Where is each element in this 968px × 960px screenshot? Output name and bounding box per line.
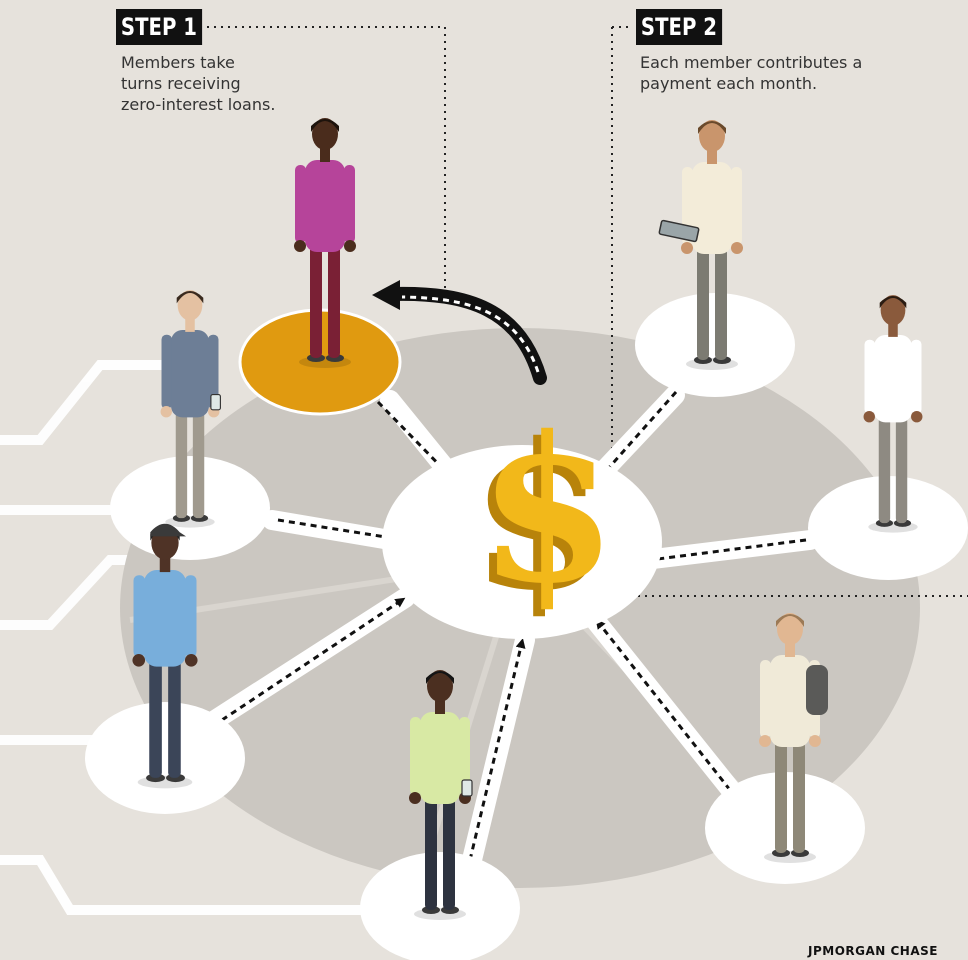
neck	[707, 150, 717, 164]
head	[177, 290, 203, 321]
central-pool-platform	[382, 445, 662, 639]
arm	[295, 165, 306, 243]
arm	[760, 660, 771, 738]
leg	[697, 247, 709, 360]
hand	[160, 406, 172, 418]
leg	[149, 659, 162, 778]
hair	[426, 671, 454, 684]
leg	[715, 247, 727, 360]
neck	[159, 557, 171, 573]
member-woman-cardigan	[160, 290, 221, 528]
hand	[184, 654, 198, 667]
cap-icon	[150, 523, 186, 537]
head	[880, 295, 906, 326]
members-group	[132, 118, 923, 920]
member-woman-pink	[294, 118, 356, 368]
leg	[775, 740, 787, 853]
head	[312, 118, 338, 150]
leg	[328, 245, 340, 358]
arm	[731, 167, 742, 245]
leg	[175, 410, 188, 519]
head	[427, 670, 453, 702]
hair	[311, 119, 339, 132]
platform-white-top-woman	[808, 476, 968, 580]
torso	[874, 335, 912, 423]
arm	[208, 334, 219, 409]
neck	[785, 643, 795, 657]
hand	[294, 240, 306, 252]
phone-icon	[210, 394, 221, 411]
loan-arrow	[372, 280, 547, 385]
hair	[879, 296, 907, 309]
leg	[425, 797, 437, 910]
torso	[171, 330, 209, 418]
hair	[776, 614, 804, 627]
step-1-badge: STEP 1	[116, 9, 202, 45]
credit-label: JPMORGAN CHASE	[808, 944, 938, 958]
member-platforms	[85, 293, 968, 960]
head	[777, 613, 803, 645]
member-man-backpack	[759, 613, 828, 863]
leg	[793, 740, 805, 853]
phone-icon	[461, 779, 473, 797]
dollar-sign-icon: $ $	[470, 393, 617, 635]
hand	[759, 735, 771, 747]
torso	[692, 162, 732, 254]
torso	[305, 160, 345, 252]
leg	[310, 245, 322, 358]
neck	[320, 148, 330, 162]
neck	[435, 700, 445, 714]
hair	[176, 291, 204, 304]
member-man-green-shirt	[409, 670, 473, 920]
torso	[420, 712, 460, 804]
hand	[681, 242, 693, 254]
platform-green-shirt-man	[360, 852, 520, 960]
background-circuit-lines	[0, 360, 365, 915]
hand	[809, 735, 821, 747]
torso	[144, 570, 186, 667]
leg	[168, 659, 181, 778]
backpack-icon	[806, 665, 828, 715]
member-man-headphones	[658, 120, 743, 370]
leg	[192, 410, 205, 519]
platform-cardigan-woman	[110, 456, 270, 560]
step-2-badge: STEP 2	[636, 9, 722, 45]
arm	[911, 339, 922, 414]
hand	[863, 411, 875, 423]
arm	[161, 334, 172, 409]
dollar-sign-face: $	[478, 393, 617, 628]
dollar-sign-shadow: $	[470, 400, 609, 635]
step-2-description: Each member contributes a payment each m…	[640, 53, 863, 93]
hair	[698, 121, 726, 134]
hand	[132, 654, 146, 667]
arm	[864, 339, 875, 414]
torso	[770, 655, 810, 747]
arm	[344, 165, 355, 243]
member-man-blue-shirt	[132, 523, 198, 789]
hand	[409, 792, 421, 804]
hand	[344, 240, 356, 252]
leg	[443, 797, 455, 910]
leg	[895, 415, 908, 524]
arm	[184, 575, 197, 658]
hand	[731, 242, 743, 254]
arm	[410, 717, 421, 795]
platform-blue-shirt-man	[85, 702, 245, 814]
neck	[888, 323, 898, 337]
step-1-description: Members take turns receiving zero-intere…	[121, 53, 276, 114]
step-leader-lines	[200, 26, 968, 597]
arm	[459, 717, 470, 795]
hand	[911, 411, 923, 423]
tablet-icon	[658, 219, 700, 243]
neck	[185, 318, 195, 332]
leg	[878, 415, 891, 524]
arm	[133, 575, 146, 658]
member-woman-white-top	[863, 295, 923, 533]
head	[699, 120, 725, 152]
